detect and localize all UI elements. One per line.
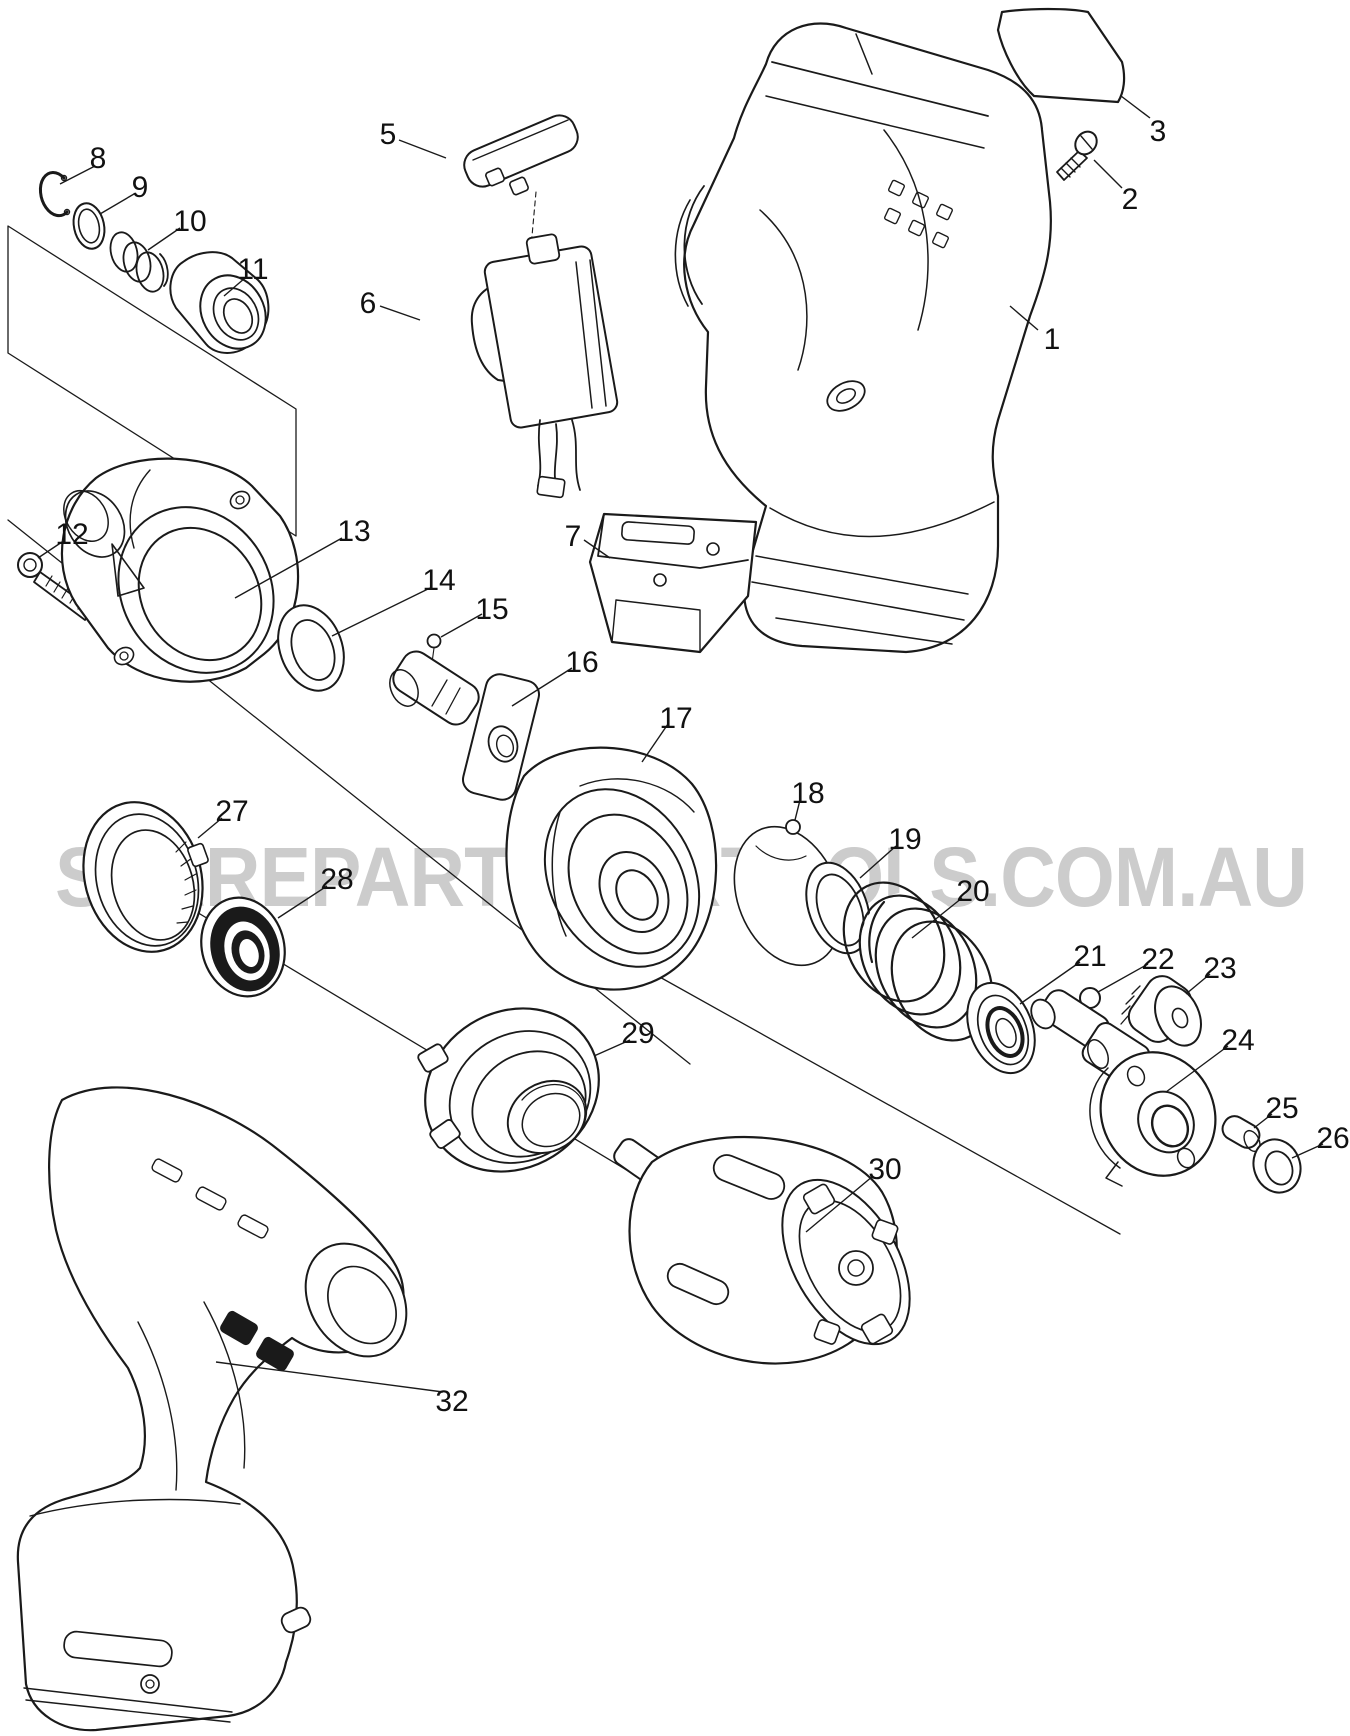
part-29-label: 29 [621,1017,654,1050]
part-11-art [169,251,270,354]
part-24-leader [1165,1045,1229,1093]
part-24-art [1030,989,1217,1187]
part-23-leader [1185,973,1211,995]
part-30-art [613,1136,911,1365]
part-7-leader [583,539,611,559]
part-21-leader [1019,961,1081,1005]
part-6-art [470,233,619,499]
part-11-label: 11 [237,253,268,286]
part-32-label: 32 [435,1385,468,1418]
part-5-label: 5 [380,118,397,151]
part-1-label: 1 [1044,323,1061,356]
part-13-art [60,457,300,683]
part-6-label: 6 [360,287,377,320]
part-26-label: 26 [1316,1122,1349,1155]
part-22-label: 22 [1141,943,1174,976]
part-16-leader [511,667,573,707]
part-14-leader [331,587,431,637]
part-27-label: 27 [215,795,248,828]
part-23-label: 23 [1203,952,1236,985]
part-14-label: 14 [422,564,455,597]
part-27-leader [197,817,223,839]
part-16-label: 16 [565,646,598,679]
part-13-leader [234,537,343,599]
part-2-art [1056,130,1098,181]
part-26-leader [1291,1143,1324,1159]
part-15-label: 15 [475,593,508,626]
frame-line-3 [639,965,1121,1235]
part-28-leader [277,885,328,919]
part-8-label: 8 [90,142,107,175]
part-29-art [417,1007,600,1173]
part-13-label: 13 [337,515,370,548]
part-20-leader [911,897,963,939]
part-17-leader [641,723,669,763]
part-28-art [200,896,286,998]
part-8-art [38,170,71,218]
part-1-art [674,22,1052,654]
part-20-art [842,881,994,1042]
part-15-leader [440,613,483,638]
part-10-label: 10 [173,205,206,238]
part-15-art [426,633,442,671]
part-5-leader [398,139,447,159]
part-24-label: 24 [1221,1024,1254,1057]
part-20-label: 20 [956,875,989,908]
part-27-art [82,801,209,953]
part-32-leader [215,1361,444,1393]
part-21-art [966,981,1036,1075]
part-23-art [1120,975,1202,1047]
part-6-leader [379,305,421,321]
part-29-leader [593,1039,631,1057]
part-22-leader [1097,963,1149,993]
part-10-art [109,231,169,293]
leader-lines [37,95,1324,1393]
part-26-art [1252,1138,1302,1194]
part-17-label: 17 [659,702,692,735]
part-9-label: 9 [132,171,149,204]
part-3-label: 3 [1150,115,1167,148]
part-28-label: 28 [320,863,353,896]
part-19-art [805,861,871,955]
part-3-art [996,7,1126,104]
part-2-leader [1093,159,1123,189]
part-1-leader [1009,305,1039,331]
part-21-label: 21 [1073,940,1106,973]
part-30-leader [805,1175,874,1233]
part-11-leader [223,277,246,297]
part-10-leader [147,227,181,251]
part-17-art [505,746,718,991]
part-18-leader [794,799,801,821]
part-2-label: 2 [1122,183,1139,216]
part-32-art [16,1086,408,1732]
part-25-art [1221,1115,1261,1153]
part-12-label: 12 [55,518,88,551]
part-25-leader [1253,1113,1273,1129]
frame-line-0 [7,225,297,537]
part-8-leader [59,165,96,185]
part-14-art [277,604,345,692]
part-7-art [588,512,758,654]
part-19-leader [859,845,897,879]
part-30-label: 30 [868,1153,901,1186]
part-12-leader [37,541,63,559]
part-7-label: 7 [565,520,582,553]
part-19-label: 19 [888,823,921,856]
part-16-art [389,650,540,801]
part-9-art [72,202,106,250]
part-18-label: 18 [791,777,824,810]
part-25-label: 25 [1265,1092,1298,1125]
part-3-leader [1120,95,1151,119]
part-9-leader [99,193,135,215]
